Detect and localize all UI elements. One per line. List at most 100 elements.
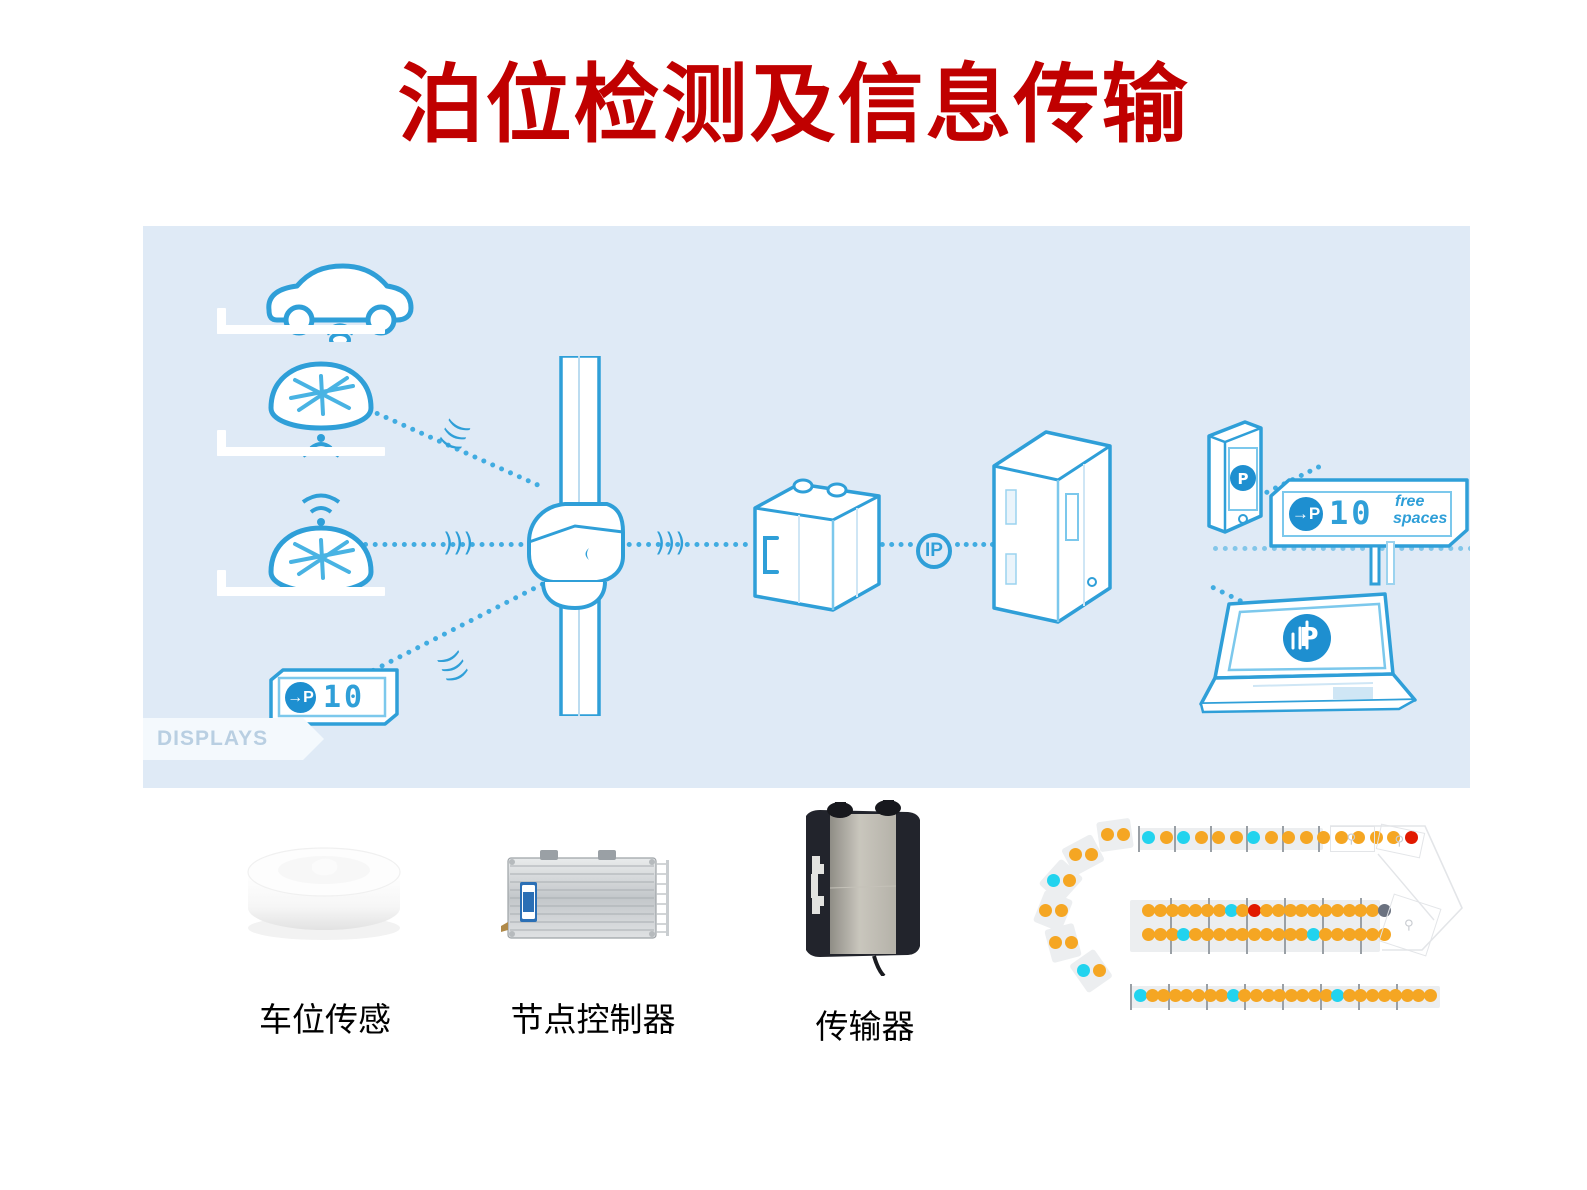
parking-slot-dot[interactable] xyxy=(1248,928,1262,941)
parking-slot-dot[interactable] xyxy=(1215,989,1229,1002)
parking-slot-dot[interactable] xyxy=(1177,928,1191,941)
parking-slot-dot[interactable] xyxy=(1153,928,1167,941)
parking-slot-dot[interactable] xyxy=(1192,989,1205,1002)
parking-slot-dot[interactable] xyxy=(1295,904,1309,917)
parking-slot-dot[interactable] xyxy=(1165,904,1179,917)
parking-row-divider xyxy=(1174,826,1176,852)
parking-slot-dot[interactable] xyxy=(1412,989,1426,1002)
parking-slot-dot[interactable] xyxy=(1168,989,1182,1002)
parking-slot-dot[interactable] xyxy=(1145,989,1159,1002)
smartphone-icon: P xyxy=(1207,420,1263,534)
parking-slot-dot[interactable] xyxy=(1142,928,1155,941)
parking-slot-dot[interactable] xyxy=(1377,989,1391,1002)
parking-slot-dot[interactable] xyxy=(1224,904,1238,917)
system-diagram-panel: ))) ))) ))) ))) xyxy=(143,226,1470,788)
parking-slot-dot[interactable] xyxy=(1142,831,1155,844)
parking-slot-dot[interactable] xyxy=(1085,848,1098,861)
parking-slot-dot[interactable] xyxy=(1260,928,1273,941)
parking-slot-dot[interactable] xyxy=(1194,831,1208,844)
ip-node: IP xyxy=(916,533,952,569)
parking-slot-dot[interactable] xyxy=(1261,989,1275,1002)
parking-slot-dot[interactable] xyxy=(1250,989,1263,1002)
parking-slot-dot[interactable] xyxy=(1319,989,1333,1002)
parking-slot-dot[interactable] xyxy=(1201,928,1214,941)
parking-slot-dot[interactable] xyxy=(1201,904,1214,917)
parking-slot-dot[interactable] xyxy=(1055,904,1068,917)
parking-slot-dot[interactable] xyxy=(1212,928,1226,941)
parking-slot-dot[interactable] xyxy=(1093,964,1106,977)
parking-slot-dot[interactable] xyxy=(1260,904,1273,917)
parking-slot-dot[interactable] xyxy=(1330,904,1344,917)
node-controller-photo xyxy=(501,850,669,939)
parking-slot-dot[interactable] xyxy=(1295,928,1309,941)
parking-slot-dot[interactable] xyxy=(1077,964,1090,977)
parking-slot-dot[interactable] xyxy=(1296,989,1310,1002)
parking-slot-dot[interactable] xyxy=(1224,928,1238,941)
wireless-arc-icon: ))) xyxy=(433,646,474,688)
parking-slot-dot[interactable] xyxy=(1212,831,1225,844)
parking-slot-dot[interactable] xyxy=(1283,928,1297,941)
parking-slot-dot[interactable] xyxy=(1142,904,1155,917)
parking-slot-dot[interactable] xyxy=(1271,904,1285,917)
parking-slot-dot[interactable] xyxy=(1069,848,1082,861)
parking-slot-dot[interactable] xyxy=(1330,928,1344,941)
parking-slot-dot[interactable] xyxy=(1331,989,1345,1002)
svg-text:P: P xyxy=(1299,623,1318,653)
parking-space-sensor-photo xyxy=(247,847,401,940)
parking-slot-dot[interactable] xyxy=(1212,904,1226,917)
parking-slot-dot[interactable] xyxy=(1065,936,1078,949)
parking-row-divider xyxy=(1130,984,1132,1010)
parking-slot-dot[interactable] xyxy=(1283,904,1297,917)
wireless-arc-icon: ))) xyxy=(434,414,475,456)
parking-slot-dot[interactable] xyxy=(1236,928,1250,941)
parking-slot-dot[interactable] xyxy=(1238,989,1252,1002)
parking-slot-dot[interactable] xyxy=(1203,989,1217,1002)
node-controller-icon xyxy=(527,356,625,716)
parking-slot-dot[interactable] xyxy=(1047,874,1060,887)
parking-slot-dot[interactable] xyxy=(1101,828,1114,841)
parking-bay-marking xyxy=(217,426,385,456)
parking-slot-dot[interactable] xyxy=(1189,904,1203,917)
parking-slot-dot[interactable] xyxy=(1157,989,1171,1002)
parking-slot-dot[interactable] xyxy=(1400,989,1414,1002)
parking-slot-dot[interactable] xyxy=(1282,831,1295,844)
parking-slot-dot[interactable] xyxy=(1117,828,1130,841)
parking-slot-dot[interactable] xyxy=(1366,989,1379,1002)
parking-slot-dot[interactable] xyxy=(1063,874,1076,887)
parking-slot-dot[interactable] xyxy=(1389,989,1403,1002)
parking-slot-dot[interactable] xyxy=(1299,831,1313,844)
parking-slot-dot[interactable] xyxy=(1247,831,1260,844)
parking-slot-dot[interactable] xyxy=(1319,928,1332,941)
parking-slot-dot[interactable] xyxy=(1264,831,1278,844)
parking-slot-dot[interactable] xyxy=(1229,831,1243,844)
parking-slot-dot[interactable] xyxy=(1319,904,1332,917)
parking-slot-dot[interactable] xyxy=(1284,989,1298,1002)
parking-slot-dot[interactable] xyxy=(1424,989,1437,1002)
parking-slot-dot[interactable] xyxy=(1226,989,1240,1002)
parking-slot-dot[interactable] xyxy=(1165,928,1179,941)
parking-slot-dot[interactable] xyxy=(1039,904,1052,917)
link-node-to-gateway xyxy=(588,542,748,547)
parking-slot-dot[interactable] xyxy=(1177,904,1191,917)
parking-slot-dot[interactable] xyxy=(1271,928,1285,941)
parking-slot-dot[interactable] xyxy=(1248,904,1262,917)
parking-slot-dot[interactable] xyxy=(1159,831,1173,844)
server-icon xyxy=(992,430,1112,624)
parking-slot-dot[interactable] xyxy=(1153,904,1167,917)
bicycle-icon: ⚲ xyxy=(1346,831,1357,846)
parking-slot-dot[interactable] xyxy=(1236,904,1250,917)
parking-slot-dot[interactable] xyxy=(1134,989,1147,1002)
parking-slot-dot[interactable] xyxy=(1273,989,1287,1002)
parking-slot-dot[interactable] xyxy=(1307,928,1321,941)
parking-slot-dot[interactable] xyxy=(1354,989,1368,1002)
parking-slot-dot[interactable] xyxy=(1307,904,1321,917)
wireless-arc-icon: ))) xyxy=(655,528,686,558)
parking-slot-dot[interactable] xyxy=(1317,831,1330,844)
parking-slot-dot[interactable] xyxy=(1180,989,1194,1002)
displays-banner: DISPLAYS xyxy=(143,718,324,760)
parking-slot-dot[interactable] xyxy=(1342,989,1356,1002)
parking-slot-dot[interactable] xyxy=(1049,936,1062,949)
parking-slot-dot[interactable] xyxy=(1189,928,1203,941)
parking-slot-dot[interactable] xyxy=(1308,989,1321,1002)
parking-slot-dot[interactable] xyxy=(1177,831,1190,844)
